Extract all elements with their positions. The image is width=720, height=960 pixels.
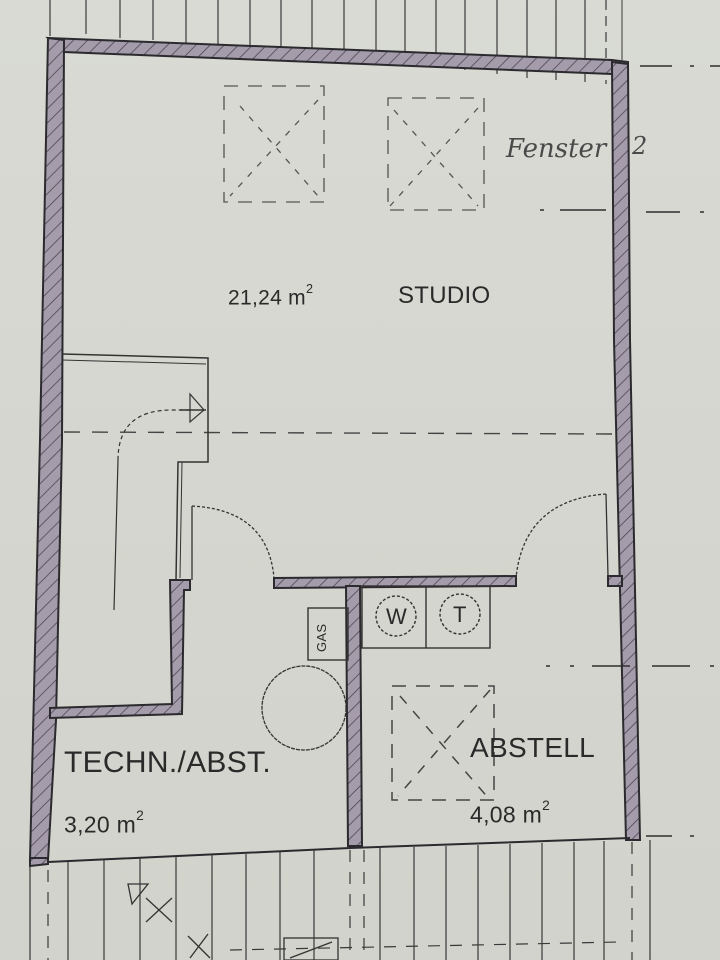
skylight-3	[391, 685, 495, 801]
studio-area-exp: 2	[305, 282, 314, 296]
studio-area-label: 21,24 m2	[228, 282, 313, 310]
washer-dryer-box	[361, 585, 491, 649]
techn-area-exp: 2	[136, 808, 145, 823]
handwritten-word: Fenster	[506, 134, 607, 164]
skylight-2	[387, 97, 485, 211]
door-abstell	[515, 493, 609, 579]
techn-area-value: 3,20 m	[64, 811, 137, 838]
techn-room-name: TECHN./ABST.	[64, 746, 271, 779]
studio-room-name: STUDIO	[398, 282, 491, 309]
handwritten-number: 2	[632, 132, 648, 160]
exterior-walls	[28, 36, 642, 861]
skylight-1	[223, 85, 325, 203]
dryer-icon	[439, 593, 481, 635]
gas-meter-box	[307, 607, 349, 661]
abstell-area-value: 4,08 m	[470, 801, 543, 828]
washer-icon	[375, 595, 417, 637]
boiler-tank-icon	[261, 665, 347, 751]
interior-walls	[49, 574, 623, 847]
abstell-area-label: 4,08 m2	[470, 798, 550, 828]
handwritten-window-note: Fenster	[506, 134, 606, 164]
studio-area-value: 21,24 m	[228, 286, 306, 310]
dryer-label: T	[453, 602, 467, 627]
kitchen-block	[61, 353, 209, 611]
abstell-room-name: ABSTELL	[470, 732, 596, 763]
door-techn	[191, 505, 275, 580]
washer-label: W	[386, 604, 408, 629]
bottom-slats	[29, 840, 651, 960]
gas-label: GAS	[314, 623, 329, 652]
techn-area-label: 3,20 m2	[64, 808, 144, 838]
abstell-area-exp: 2	[542, 798, 551, 813]
